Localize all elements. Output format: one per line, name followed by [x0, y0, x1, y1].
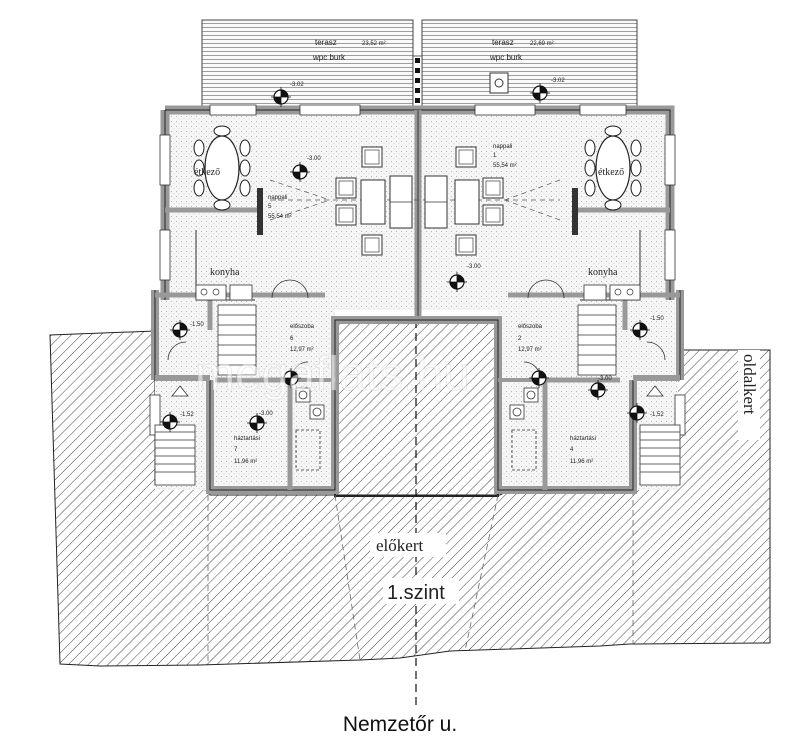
living-number-left: 5 [268, 204, 272, 210]
living-level-left: -3.00 [307, 156, 321, 162]
hall-name-right: előszoba [518, 324, 543, 330]
terrace-left [201, 19, 414, 111]
kitchen-label-left: konyha [210, 267, 240, 278]
stairs-left [154, 304, 257, 486]
hall-number-left: 6 [290, 336, 294, 342]
living-number-right: 1 [493, 153, 497, 159]
front-garden-label-bg [370, 533, 459, 604]
utility-area-left: 11,96 m² [234, 459, 257, 465]
living-furniture [269, 146, 561, 256]
hall-area-right: 12,97 m² [518, 347, 542, 353]
terrace-right-finish: wpc burk [489, 53, 523, 62]
kitchen-right [580, 230, 641, 301]
terrace-right-level: -3.02 [551, 78, 565, 84]
kitchen-left [195, 230, 255, 301]
terrace-right-area: 22,69 m² [530, 41, 554, 47]
terrace-left-finish: wpc burk [312, 53, 346, 62]
utility-number-right: 4 [570, 447, 574, 453]
dining-label-right: étkező [598, 167, 624, 178]
dining-label-left: étkező [194, 167, 220, 178]
hall-level-left: -1.50 [190, 322, 204, 328]
kitchen-label-right: konyha [588, 267, 618, 278]
watermark: megaflats.hu [195, 348, 470, 401]
terrace-divider-marks [415, 58, 420, 103]
terrace-left-area: 23,52 m² [362, 41, 386, 47]
terrace-left-level: -3.02 [290, 82, 304, 88]
dining-table-left [193, 125, 251, 211]
utility-name-left: háztartási [234, 436, 260, 442]
hall-name-left: előszoba [290, 324, 315, 330]
front-garden-label: előkert [376, 536, 423, 555]
hall-number-right: 2 [518, 336, 522, 342]
entry-level-right: -1.52 [650, 412, 664, 418]
utility-level-left: -3.00 [259, 411, 273, 417]
utility-name-right: háztartási [570, 436, 596, 442]
utility-number-left: 7 [234, 447, 238, 453]
terrace-left-name: terasz [315, 38, 337, 47]
dining-table-right [584, 125, 642, 211]
level-label: 1.szint [387, 582, 445, 604]
living-area-right: 55,54 m² [493, 163, 517, 169]
living-name-left: nappali [268, 195, 287, 201]
entry-level-left: -1.52 [180, 412, 194, 418]
living-level-right: -3.00 [467, 264, 481, 270]
bathroom-right [509, 387, 539, 471]
terrace-right-name: terasz [492, 38, 514, 47]
street-name: Nemzetőr u. [342, 713, 458, 736]
side-garden-label: oldalkert [740, 354, 759, 415]
stairs-right [577, 304, 681, 486]
living-area-left: 55,54 m² [268, 214, 292, 220]
terrace-right [421, 19, 638, 111]
hall-level-right: -1.50 [650, 316, 664, 322]
bathroom-left [295, 387, 325, 471]
living-name-right: nappali [493, 144, 512, 150]
utility-area-right: 11,96 m² [570, 459, 593, 465]
utility-level-right: -3.00 [598, 376, 612, 382]
hall-area-left: 12,97 m² [290, 347, 314, 353]
